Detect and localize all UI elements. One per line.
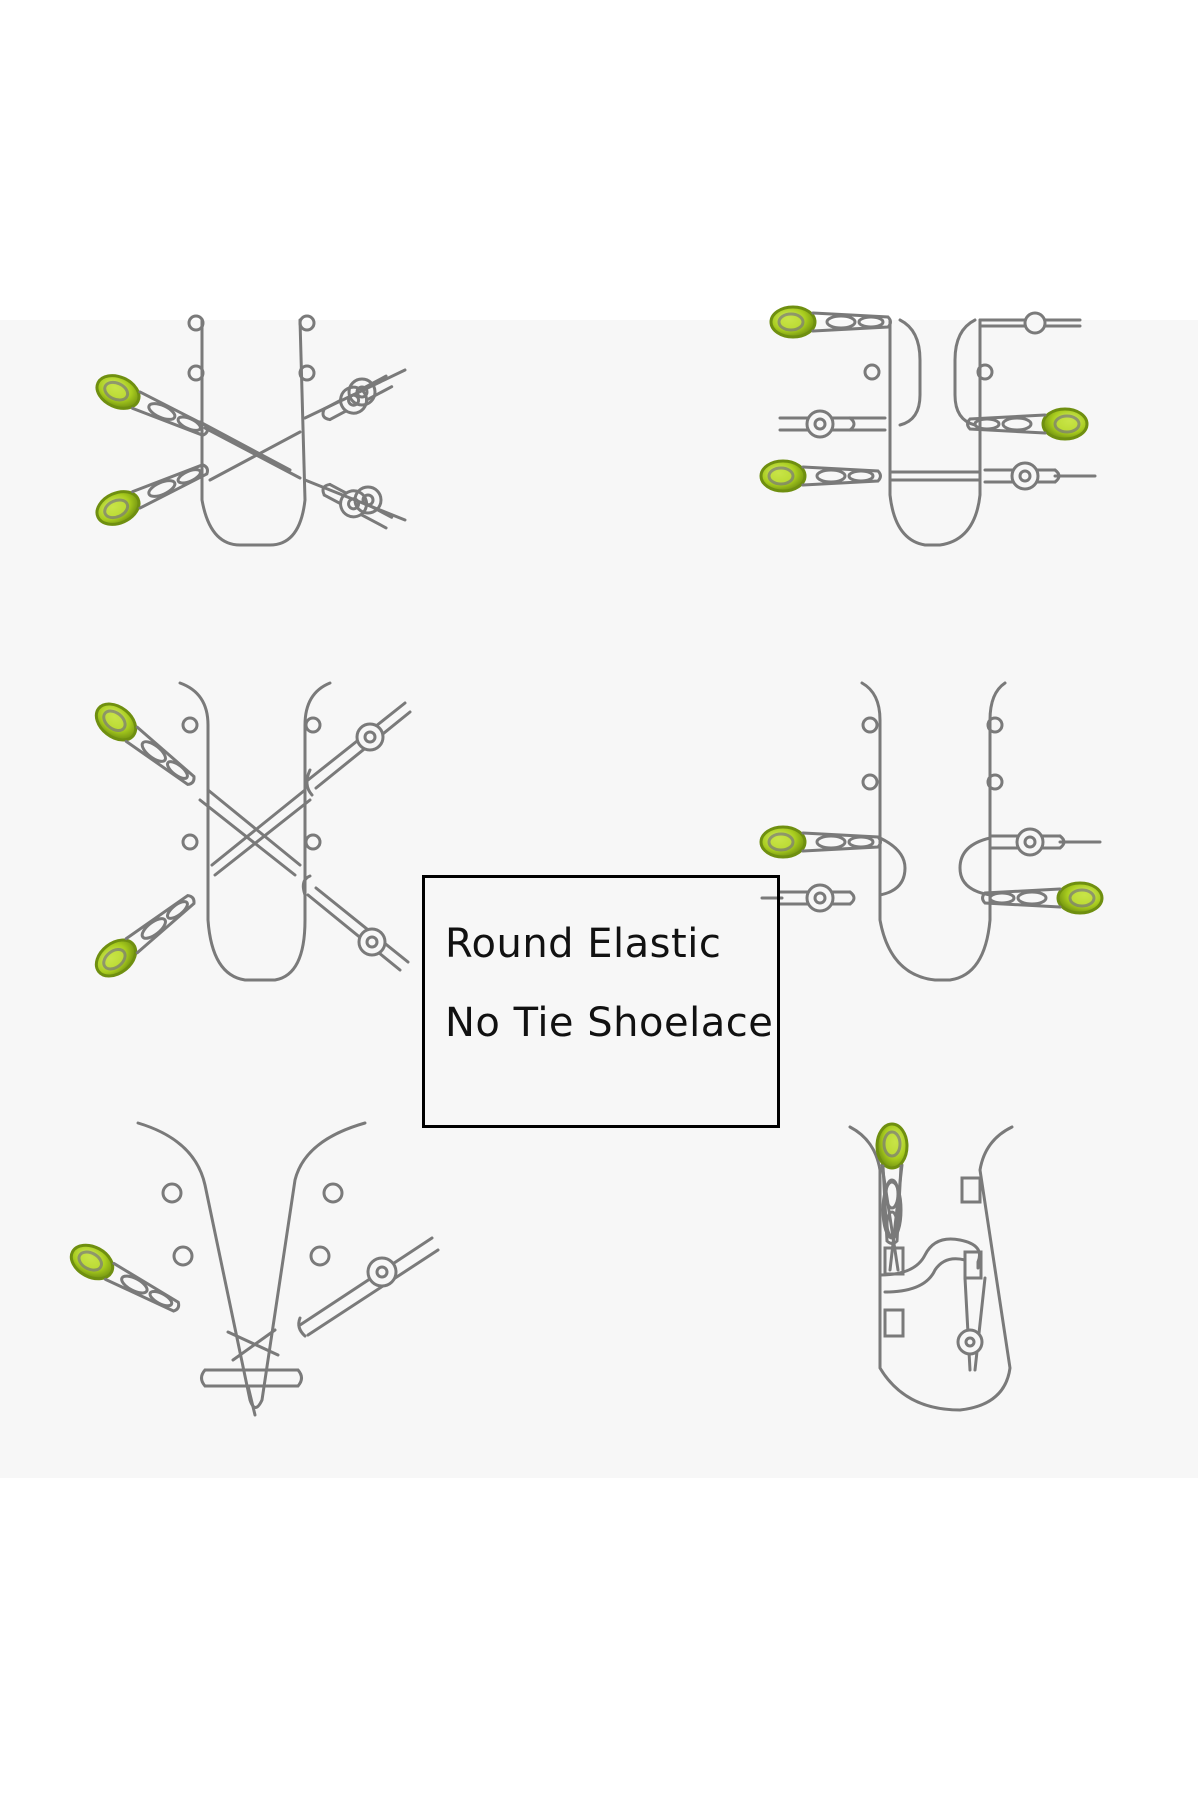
- side-zipper-bottom-diagram: [848, 1122, 1014, 1412]
- label-line-2: No Tie Shoelace: [445, 1000, 774, 1046]
- label-line-1: Round Elastic: [445, 921, 722, 967]
- straight-loop-middle-diagram: [759, 681, 1104, 982]
- criss-cross-middle-diagram: [87, 681, 412, 985]
- criss-cross-top-diagram: [90, 314, 407, 547]
- straight-bar-top-diagram: [759, 305, 1097, 547]
- product-label-box: Round Elastic No Tie Shoelace: [422, 875, 780, 1128]
- v-shape-bottom-diagram: [64, 1121, 440, 1417]
